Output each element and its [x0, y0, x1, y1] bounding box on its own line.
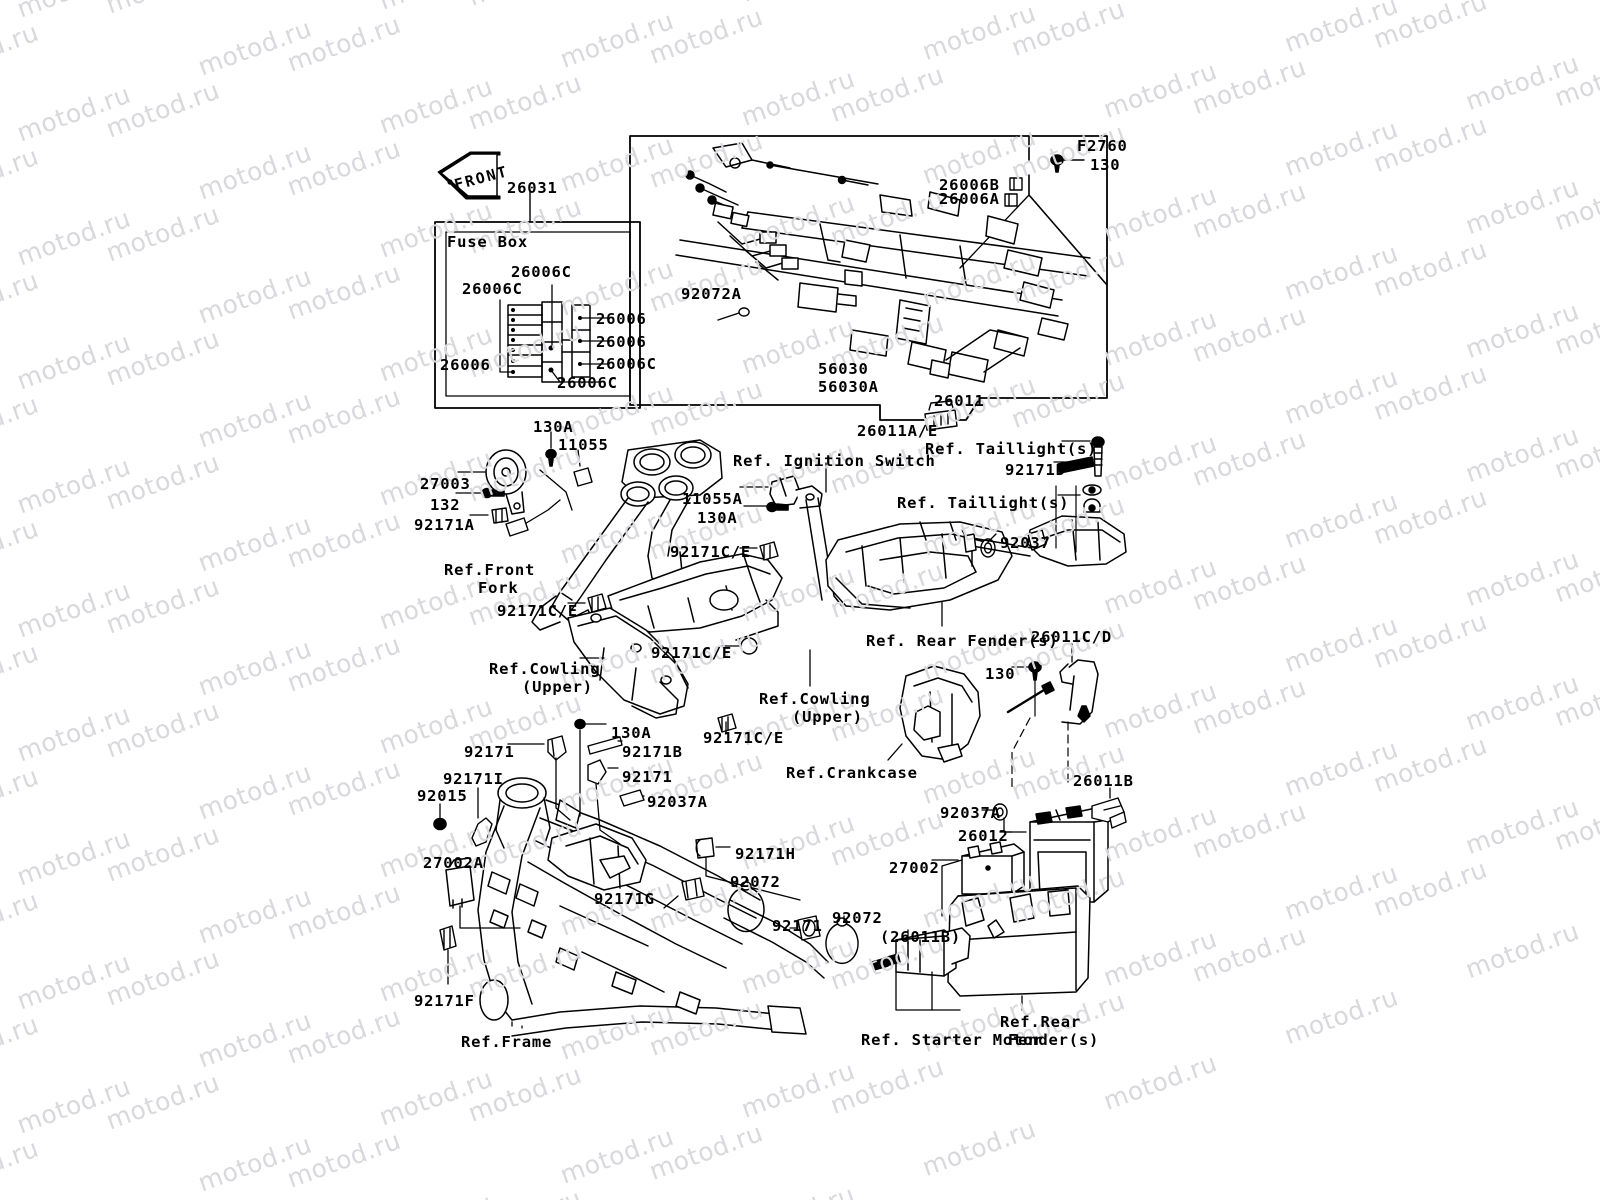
- callout-c-92171d: 92171D: [1005, 461, 1066, 479]
- callout-c-refign: Ref. Ignition Switch: [733, 452, 936, 470]
- callout-c-26011cd: 26011C/D: [1031, 628, 1113, 646]
- callout-c-92171ce-3: 92171C/E: [651, 644, 733, 662]
- callout-c-reffork: Fork: [478, 579, 519, 597]
- callout-c-refcowl1: Ref.Cowling: [489, 660, 601, 678]
- callout-c-26011b-par: (26011B): [880, 928, 962, 946]
- callout-c-92171b: 92171B: [622, 743, 683, 761]
- callout-c-92171f: 92171F: [414, 992, 475, 1010]
- callout-c-f2760: F2760: [1077, 137, 1128, 155]
- callout-c-92171-2: 92171: [622, 768, 673, 786]
- callout-c-132: 132: [430, 496, 461, 514]
- fuse-box-callout-26006c-left: 26006C: [462, 280, 523, 298]
- callout-c-92072-1: 92072: [730, 873, 781, 891]
- callout-c-refrear2: Ref.Rear: [1000, 1013, 1082, 1031]
- callout-c-refframe: Ref.Frame: [461, 1033, 553, 1051]
- callout-c-92171ce-1: 92171C/E: [670, 543, 752, 561]
- callout-c-11055: 11055: [558, 436, 609, 454]
- callout-c-26031: 26031: [507, 179, 558, 197]
- callout-c-92171-1: 92171: [464, 743, 515, 761]
- callout-c-reftail1: Ref. Taillight(s): [925, 440, 1098, 458]
- callout-c-26006b: 26006B: [939, 176, 1000, 194]
- callout-c-26011ae: 26011A/E: [857, 422, 939, 440]
- fuse-box-callout-26006c-top: 26006C: [511, 263, 572, 281]
- callout-c-92171a: 92171A: [414, 516, 475, 534]
- fuse-box-title: Fuse Box: [447, 233, 529, 251]
- callout-c-27003: 27003: [420, 475, 471, 493]
- callout-c-26012: 26012: [958, 827, 1009, 845]
- callout-c-92015: 92015: [417, 787, 468, 805]
- callout-c-27002a: 27002A: [423, 854, 484, 872]
- callout-c-26011: 26011: [934, 392, 985, 410]
- fuse-box-callout-26006c-bot: 26006C: [557, 374, 618, 392]
- callout-c-refcowl2b: (Upper): [792, 708, 863, 726]
- callout-c-130a-3: 130A: [611, 724, 652, 742]
- callout-c-26011b: 26011B: [1073, 772, 1134, 790]
- callout-c-130-mid: 130: [985, 665, 1016, 683]
- callout-c-refcrank: Ref.Crankcase: [786, 764, 918, 782]
- callout-c-11055a: 11055A: [682, 490, 743, 508]
- callout-c-56030: 56030: [818, 360, 869, 378]
- fuse-box-callout-26006c-r3: 26006C: [596, 355, 657, 373]
- callout-c-refcowl1b: (Upper): [522, 678, 593, 696]
- callout-c-92171ce-4: 92171C/E: [703, 729, 785, 747]
- callout-c-92037a-2: 92037A: [940, 804, 1001, 822]
- callout-c-92072a: 92072A: [681, 285, 742, 303]
- callout-c-refcowl2: Ref.Cowling: [759, 690, 871, 708]
- callout-c-130-top: 130: [1090, 156, 1121, 174]
- callout-c-26006a: 26006A: [939, 190, 1000, 208]
- callout-c-92171i: 92171I: [443, 770, 504, 788]
- callout-c-refrear2b: Fender(s): [1008, 1031, 1100, 1049]
- callout-c-92171h: 92171H: [735, 845, 796, 863]
- callout-c-92072-2: 92072: [832, 909, 883, 927]
- callout-c-92171ce-2: 92171C/E: [497, 602, 579, 620]
- callout-c-reftail2: Ref. Taillight(s): [897, 494, 1070, 512]
- callout-c-92171-3: 92171: [772, 917, 823, 935]
- fuse-box-callout-26006-left: 26006: [440, 356, 491, 374]
- callout-c-reffront: Ref.Front: [444, 561, 536, 579]
- callout-c-56030a: 56030A: [818, 378, 879, 396]
- callout-c-92171g: 92171G: [594, 890, 655, 908]
- callout-c-130a-2: 130A: [697, 509, 738, 527]
- callout-c-27002: 27002: [889, 859, 940, 877]
- callout-c-92037a-1: 92037A: [647, 793, 708, 811]
- callout-c-refstarter: Ref. Starter Motor: [861, 1031, 1044, 1049]
- callout-c-92037: 92037: [1000, 534, 1051, 552]
- fuse-box-callout-26006-r2: 26006: [596, 333, 647, 351]
- callout-c-refrear: Ref. Rear Fender(s): [866, 632, 1059, 650]
- callout-c-130a-1: 130A: [533, 418, 574, 436]
- fuse-box-callout-26006-r1: 26006: [596, 310, 647, 328]
